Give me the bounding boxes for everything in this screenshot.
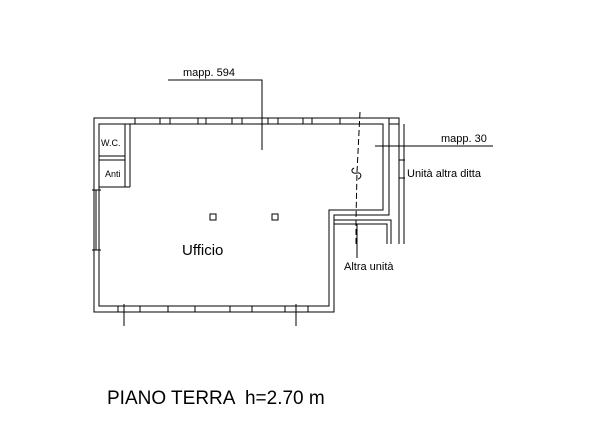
leader-mapp-594 (168, 79, 263, 150)
wc-partition (99, 124, 131, 188)
bottom-windows (117, 306, 309, 312)
neighbour-wall-top (389, 117, 400, 125)
label-mapp-30: mapp. 30 (441, 133, 487, 145)
pillar-left (209, 213, 217, 221)
label-altra-unita: Altra unità (344, 261, 394, 273)
label-anti: Anti (105, 169, 121, 179)
property-boundary (355, 111, 361, 244)
neighbour-wall-right (398, 124, 405, 244)
pillar-right (271, 213, 279, 221)
boundary-marker (351, 167, 362, 180)
neighbour-wall-lower (334, 219, 392, 244)
top-windows (134, 118, 341, 124)
exterior-wall-outer (93, 117, 390, 313)
label-ufficio: Ufficio (182, 242, 223, 259)
bottom-wall-ticks (123, 304, 297, 326)
label-unita-altra-ditta: Unità altra ditta (407, 168, 482, 180)
label-wc: W.C. (101, 138, 121, 148)
label-mapp-594: mapp. 594 (183, 67, 235, 79)
plan-title: PIANO TERRA h=2.70 m (107, 388, 325, 409)
neighbour-door (399, 159, 405, 179)
left-window (92, 189, 101, 251)
exterior-wall-inner (98, 123, 384, 307)
